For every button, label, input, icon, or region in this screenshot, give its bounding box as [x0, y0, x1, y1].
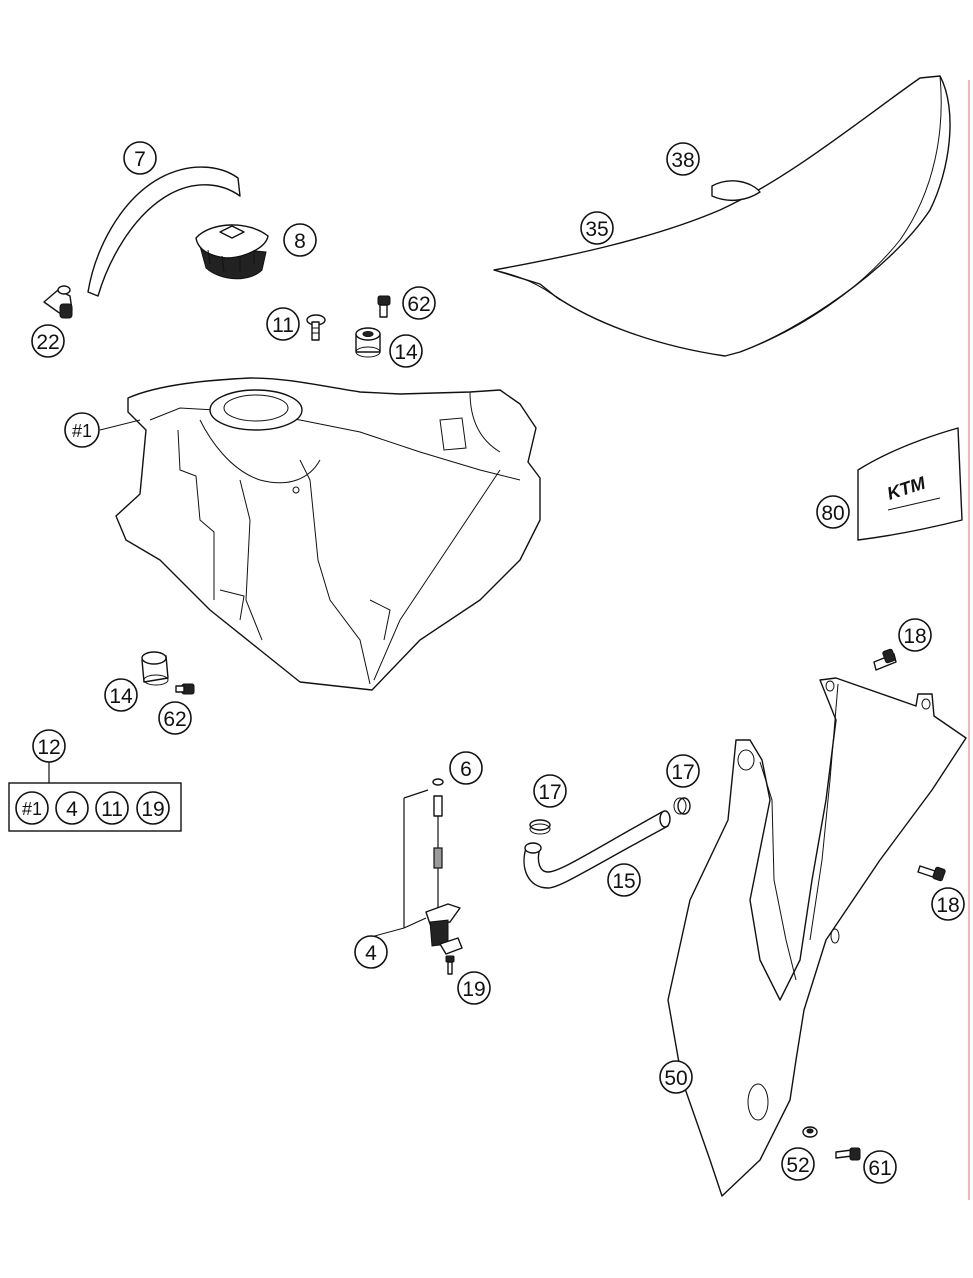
callout-1: #1 [64, 412, 100, 448]
callout-62-top-label: 62 [407, 293, 430, 316]
callout-17-right-label: 17 [671, 761, 694, 784]
hose-clip-17-left-part [529, 819, 551, 835]
bolt-62-top-part [377, 295, 391, 318]
washer-52-part [802, 1126, 818, 1138]
callout-80: 80 [816, 495, 850, 529]
callout-62-bottom-label: 62 [163, 708, 186, 731]
screw-11-part [306, 314, 326, 341]
fuel-hose-part [523, 810, 671, 889]
callout-14-bottom-label: 14 [109, 685, 133, 708]
callout-35-label: 35 [585, 218, 608, 241]
callout-7: 7 [123, 141, 157, 175]
callout-11-label: 11 [272, 314, 294, 337]
callout-50: 50 [659, 1060, 693, 1094]
callout-14-top: 14 [389, 334, 423, 368]
fuel-tank-part [115, 377, 541, 691]
callout-4: 4 [354, 935, 388, 969]
callout-14-top-label: 14 [394, 341, 418, 364]
callout-15-label: 15 [612, 870, 635, 893]
kit-item-1-label: #1 [22, 799, 42, 819]
callout-17-left-label: 17 [538, 781, 561, 804]
callout-18-bottom: 18 [931, 887, 965, 921]
callout-15: 15 [607, 863, 641, 897]
callout-17-right: 17 [666, 754, 700, 788]
callout-52: 52 [781, 1147, 815, 1181]
callout-17-left: 17 [533, 774, 567, 808]
radiator-spoiler-part [667, 677, 967, 1197]
fuel-cap-part [195, 224, 269, 280]
kit-item-19-label: 19 [141, 798, 164, 821]
callout-22-label: 22 [36, 331, 59, 354]
kit-item-11: 11 [95, 791, 129, 825]
callout-19-label: 19 [462, 978, 485, 1001]
seat-part [493, 75, 951, 357]
callout-38: 38 [666, 142, 700, 176]
callout-19: 19 [457, 971, 491, 1005]
callout-12-label: 12 [37, 736, 60, 759]
bolt-18-bottom-part [917, 865, 946, 882]
elbow-fitting-part [43, 285, 73, 319]
callout-80-label: 80 [821, 502, 844, 525]
spacer-14-top-part [355, 327, 381, 358]
callout-35: 35 [580, 211, 614, 245]
vent-hose-part [87, 166, 241, 297]
callout-6: 6 [449, 751, 483, 785]
callout-38-label: 38 [671, 149, 694, 172]
spacer-14-bottom-part [141, 651, 169, 686]
callout-8: 8 [283, 223, 317, 257]
callout-62-top: 62 [402, 286, 436, 320]
bolt-61-part [835, 1147, 861, 1161]
callout-18-top-label: 18 [903, 625, 926, 648]
callout-61: 61 [863, 1150, 897, 1184]
callout-11: 11 [266, 307, 300, 341]
callout-1-label: #1 [72, 421, 92, 441]
callout-61-label: 61 [868, 1157, 891, 1180]
kit-item-19: 19 [136, 791, 170, 825]
callout-62-bottom: 62 [158, 701, 192, 735]
kit-item-4: 4 [55, 791, 89, 825]
hose-clip-17-right-part [673, 797, 691, 815]
callout-18-bottom-label: 18 [936, 894, 959, 917]
callout-52-label: 52 [786, 1154, 809, 1177]
callout-6-label: 6 [460, 758, 472, 781]
kit-item-11-label: 11 [101, 798, 123, 821]
ktm-sticker-part: KTM [857, 427, 963, 541]
bolt-18-top-part [873, 648, 897, 671]
callout-22: 22 [31, 324, 65, 358]
callout-50-label: 50 [664, 1067, 687, 1090]
callout-4-label: 4 [365, 942, 377, 965]
bolt-62-bottom-part [175, 683, 195, 695]
fuel-tap-part [403, 778, 463, 975]
callout-14-bottom: 14 [104, 678, 138, 712]
kit-item-4-label: 4 [66, 798, 78, 821]
callout-7-label: 7 [134, 148, 146, 171]
callout-18-top: 18 [898, 618, 932, 652]
callout-12: 12 [32, 729, 66, 763]
kit-item-1: #1 [15, 791, 49, 825]
callout-8-label: 8 [294, 230, 306, 253]
